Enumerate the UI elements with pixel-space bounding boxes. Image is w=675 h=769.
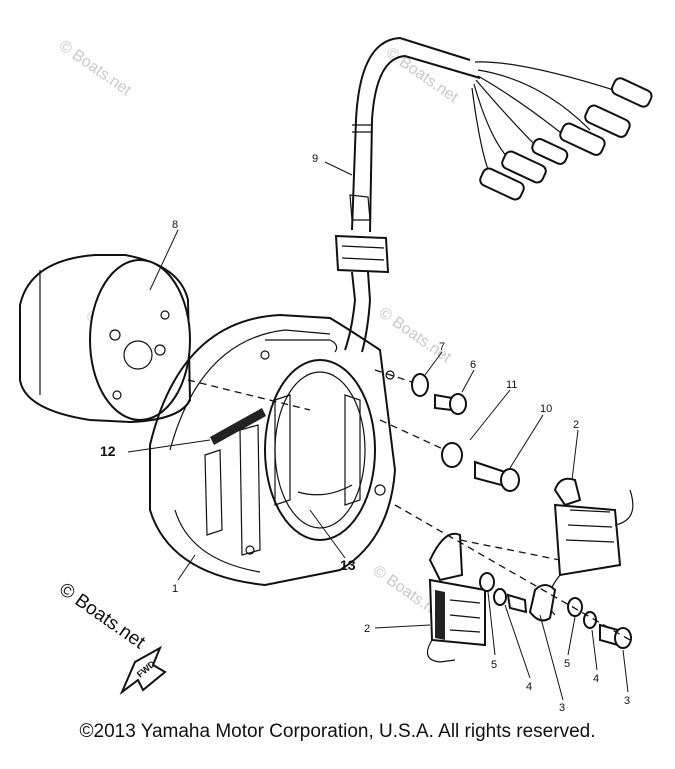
part-pulser-coils <box>426 477 634 663</box>
callout-4: 4 <box>593 673 599 685</box>
part-flywheel-rotor <box>19 254 192 424</box>
leader-lines <box>127 161 629 701</box>
callout-8: 8 <box>172 219 178 231</box>
watermark-primary: © Boats.net <box>55 579 149 654</box>
callout-2: 2 <box>364 623 370 635</box>
callout-6: 6 <box>470 359 476 371</box>
callout-13: 13 <box>340 557 356 573</box>
callout-7: 7 <box>439 341 445 353</box>
callout-12: 12 <box>100 443 116 459</box>
callout-4: 4 <box>526 681 532 693</box>
callout-5: 5 <box>564 658 570 670</box>
callout-3: 3 <box>559 702 565 714</box>
callout-9: 9 <box>312 153 318 165</box>
watermark-text: © Boats.net <box>56 37 135 99</box>
part-wire-harness <box>334 36 653 353</box>
callout-5: 5 <box>491 659 497 671</box>
callout-11: 11 <box>506 379 517 391</box>
callout-labels: 8 9 7 6 11 10 2 12 13 1 2 5 4 3 5 4 3 <box>100 153 630 714</box>
part-hardware-upper <box>411 373 520 492</box>
part-hardware-lower <box>479 572 632 649</box>
callout-1: 1 <box>172 583 178 595</box>
assembly-lines <box>187 369 631 641</box>
watermark-text: © Boats.net <box>376 304 455 366</box>
copyright-footer: ©2013 Yamaha Motor Corporation, U.S.A. A… <box>79 721 596 742</box>
fwd-arrow-icon: FWD <box>119 645 167 696</box>
callout-2: 2 <box>573 419 579 431</box>
part-stator-base <box>149 313 397 587</box>
callout-3: 3 <box>624 695 630 707</box>
callout-10: 10 <box>540 403 552 415</box>
